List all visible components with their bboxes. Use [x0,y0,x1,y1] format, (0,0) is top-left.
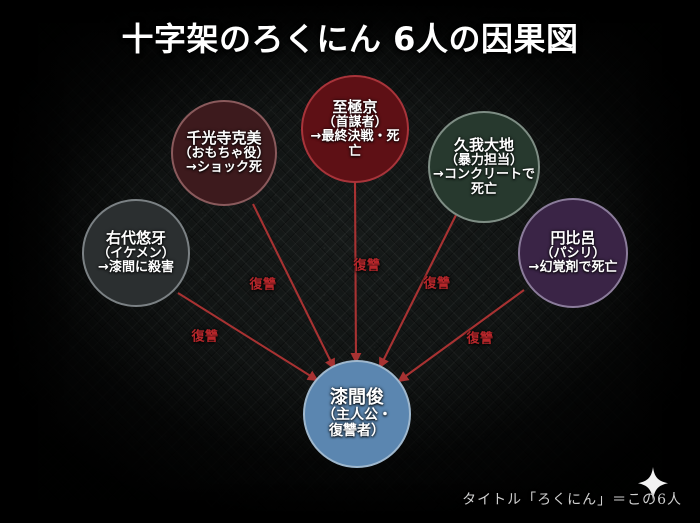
edge-label-senkouji: 復讐 [249,277,277,293]
node-madoka-hiro[interactable]: 円比呂 （パシリ） →幻覚剤で死亡 [518,198,628,308]
node-name: 円比呂 [550,229,596,248]
node-name: 至極京 [332,97,378,116]
edge-label-madoka: 復讐 [466,331,494,347]
edge-label-kuga: 復讐 [423,276,451,292]
node-fate: →最終決戦・死亡 [310,129,400,159]
node-fate: →コンクリートで死亡 [433,167,535,197]
edge-shigoku-to-center [350,180,362,364]
node-uruma-shun[interactable]: 漆間俊 （主人公・ 復讐者） [303,360,411,468]
edge-senkouji-to-center [252,203,335,370]
node-udai-yuga[interactable]: 右代悠牙 （イケメン） →漆間に殺害 [82,199,190,307]
node-role-line2: 復讐者） [329,423,385,440]
node-role: （イケメン） [97,245,175,261]
footer-caption: タイトル「ろくにん」＝この6人 [462,492,682,508]
node-name: 千光寺克美 [186,129,262,148]
page-title: 十字架のろくにん 6人の因果図 [121,20,579,58]
node-senkouji-katsumi[interactable]: 千光寺克美 （おもちゃ役） →ショック死 [171,100,277,206]
node-kuga-daichi[interactable]: 久我大地 （暴力担当） →コンクリートで死亡 [428,111,540,223]
node-fate: →幻覚剤で死亡 [528,260,618,276]
node-name: 久我大地 [453,135,514,154]
edge-kuga-to-center [379,214,457,369]
node-role: （暴力担当） [444,152,523,168]
edge-label-udai: 復讐 [191,329,219,345]
node-shigoku-kyo[interactable]: 至極京 （首謀者） →最終決戦・死亡 [301,75,409,183]
edge-label-shigoku: 復讐 [353,258,381,274]
node-role: （パシリ） [540,245,606,261]
edge-udai-to-center [177,292,319,382]
edge-madoka-to-center [397,289,525,383]
node-role: （おもちゃ役） [178,145,270,161]
node-role: （首謀者） [322,114,388,130]
node-name: 右代悠牙 [105,229,166,248]
node-name: 漆間俊 [330,387,384,409]
node-role-line1: （主人公・ [322,407,392,424]
node-fate: →漆間に殺害 [98,260,174,276]
node-fate: →ショック死 [186,160,262,176]
